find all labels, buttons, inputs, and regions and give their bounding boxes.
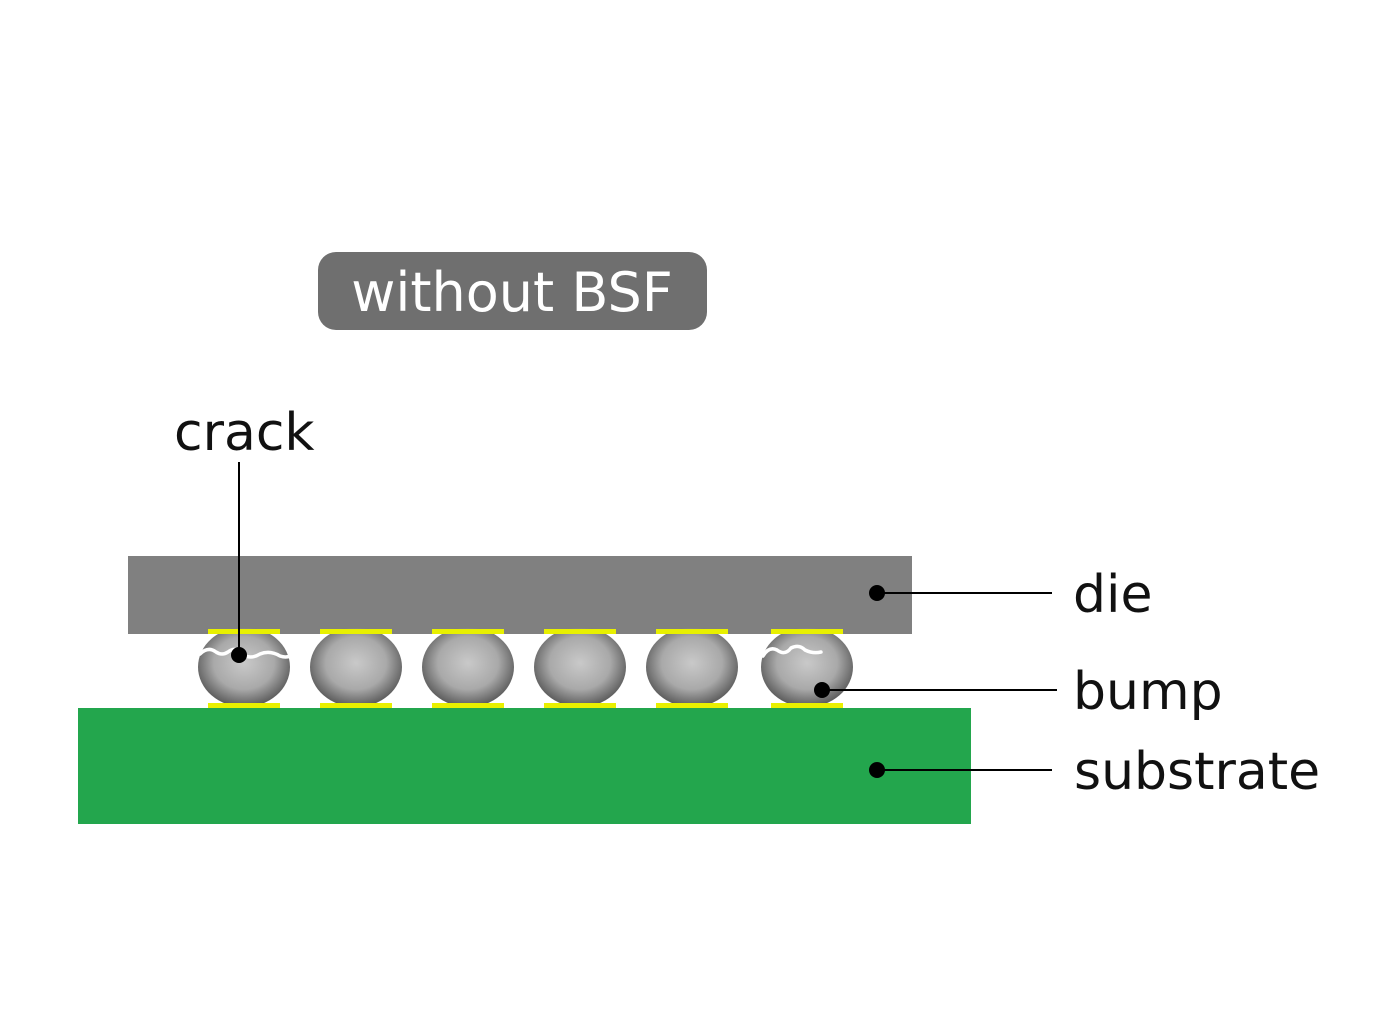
bump-pad-top (208, 629, 280, 634)
bump-ball (534, 627, 626, 707)
bump-pad-bottom (320, 703, 392, 708)
bump-pad-bottom (432, 703, 504, 708)
bump (761, 627, 853, 708)
badge-background (318, 252, 707, 330)
bump-pad-top (656, 629, 728, 634)
crack-label: crack (174, 403, 315, 463)
bump-label: bump (1073, 662, 1223, 722)
bump-pad-top (544, 629, 616, 634)
bump-pad-top (320, 629, 392, 634)
bump (422, 627, 514, 708)
bump-ball (646, 627, 738, 707)
bump-ball (761, 627, 853, 707)
die-label: die (1073, 565, 1152, 625)
badge-label: without BSF (351, 261, 673, 324)
bump-pad-bottom (656, 703, 728, 708)
bump (646, 627, 738, 708)
bump-pad-bottom (544, 703, 616, 708)
bump-row (198, 627, 853, 708)
bump-pad-top (432, 629, 504, 634)
die (128, 556, 912, 634)
bump (310, 627, 402, 708)
bump-pad-top (771, 629, 843, 634)
bump (534, 627, 626, 708)
crack-line (761, 644, 823, 658)
bump-ball (422, 627, 514, 707)
bump-pad-bottom (208, 703, 280, 708)
bump-pad-bottom (771, 703, 843, 708)
substrate (78, 708, 971, 824)
crack-leader-dot (231, 647, 247, 663)
bump (198, 627, 292, 708)
substrate-label: substrate (1074, 742, 1320, 802)
bump-ball (198, 627, 290, 707)
bump-ball (310, 627, 402, 707)
